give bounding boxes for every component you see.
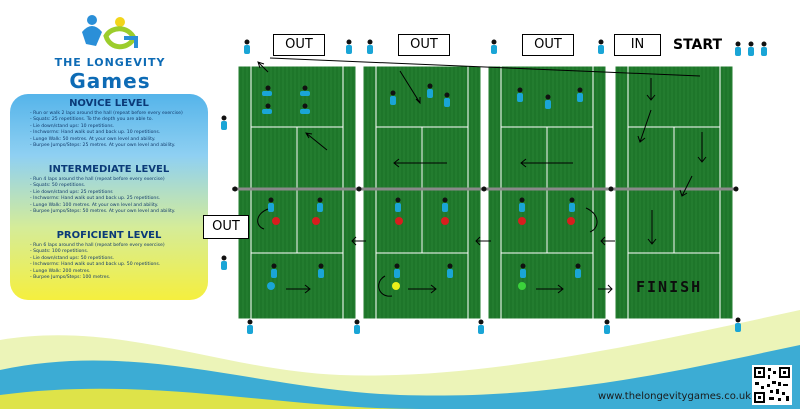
net-posts — [232, 186, 739, 192]
novice-heading: NOVICE LEVEL — [69, 98, 149, 109]
green-marker — [518, 282, 526, 290]
player-icon — [577, 87, 583, 102]
player-icon — [604, 319, 610, 334]
list-item: - Inchworms: Hand walk out and back up. … — [30, 130, 161, 136]
out-label-3: OUT — [522, 34, 574, 56]
player-icon — [735, 41, 741, 56]
player-icon — [748, 41, 754, 56]
intermediate-heading: INTERMEDIATE LEVEL — [48, 164, 170, 175]
player-icon — [491, 39, 497, 54]
player-icon — [300, 103, 310, 114]
player-icon — [427, 83, 433, 98]
instructions-panel: NOVICE LEVEL - Run or walk 2 laps around… — [10, 94, 208, 300]
brand-subtitle: Games — [69, 69, 151, 93]
list-item: - Inchworms: Hand walk out and back up. … — [30, 196, 161, 202]
player-icon — [262, 103, 272, 114]
list-item: - Lie down/stand ups: 50 repetitions. — [30, 255, 115, 261]
markers — [267, 217, 575, 290]
novice-list: - Run or walk 2 laps around the hall (re… — [30, 111, 208, 149]
player-icon — [395, 197, 401, 212]
list-item: - Squats: 100 repetitions. — [30, 249, 89, 255]
arrows — [257, 57, 707, 297]
player-icon — [442, 197, 448, 212]
player-icon — [354, 319, 360, 334]
finish-label: FINISH — [636, 278, 703, 296]
red-marker — [567, 217, 575, 225]
player-icon — [346, 39, 352, 54]
out-label-left: OUT — [203, 215, 249, 239]
red-marker — [272, 217, 280, 225]
list-item: - Squats: 25 repetitions. To the depth y… — [30, 117, 153, 123]
blue-marker — [267, 282, 275, 290]
list-item: - Lunge Walk: 100 metres. At your own le… — [30, 202, 159, 208]
background-wave — [0, 310, 800, 409]
player-figures — [221, 39, 767, 334]
red-marker — [395, 217, 403, 225]
proficient-list: - Run 6 laps around the hall (repeat bef… — [30, 243, 208, 281]
list-item: - Lunge Walk: 200 metres. — [30, 268, 91, 274]
court-lines — [237, 65, 734, 320]
start-label: START — [673, 37, 723, 53]
logo: THE LONGEVITY Games — [18, 8, 193, 93]
player-icon — [569, 197, 575, 212]
player-icon — [367, 39, 373, 54]
list-item: - Squats: 50 repetitions. — [30, 183, 86, 189]
list-item: - Burpee Jumps/Steps: 25 metres. At your… — [30, 143, 176, 149]
list-item: - Run or walk 2 laps around the hall (re… — [30, 111, 183, 116]
in-label: IN — [614, 34, 661, 56]
player-icon — [300, 85, 310, 96]
list-item: - Lunge Walk: 50 metres. At your own lev… — [30, 136, 156, 142]
qr-code-icon — [752, 365, 792, 405]
player-icon — [244, 39, 250, 54]
proficient-heading: PROFICIENT LEVEL — [56, 230, 162, 241]
player-icon — [598, 39, 604, 54]
out-label-2: OUT — [398, 34, 450, 56]
player-icon — [221, 115, 227, 130]
player-icon — [390, 90, 396, 105]
player-icon — [735, 317, 741, 332]
player-icon — [545, 94, 551, 109]
list-item: - Run 6 laps around the hall (repeat bef… — [30, 243, 165, 248]
player-icon — [247, 319, 253, 334]
out-label-1: OUT — [273, 34, 325, 56]
player-icon — [517, 87, 523, 102]
player-icon — [761, 41, 767, 56]
player-icon — [478, 319, 484, 334]
player-icon — [447, 263, 453, 278]
list-item: - Inchworms: Hand walk out and back up. … — [30, 262, 161, 268]
player-icon — [519, 197, 525, 212]
red-marker — [518, 217, 526, 225]
list-item: - Burpee Jumps/Steps: 50 metres. At your… — [30, 209, 176, 215]
red-marker — [312, 217, 320, 225]
list-item: - Burpee Jumps/Steps: 100 metres. — [30, 275, 111, 281]
list-item: - Run 4 laps around the hall (repeat bef… — [30, 177, 165, 182]
player-icon — [575, 263, 581, 278]
player-icon — [317, 197, 323, 212]
yellow-marker — [392, 282, 400, 290]
player-icon — [394, 263, 400, 278]
player-icon — [262, 85, 272, 96]
player-icon — [318, 263, 324, 278]
logo-icon — [82, 15, 138, 50]
website-link[interactable]: www.thelongevitygames.co.uk — [598, 391, 751, 402]
red-marker — [441, 217, 449, 225]
player-icon — [444, 92, 450, 107]
list-item: - Lie down/stand ups: 10 repetitions. — [30, 123, 115, 129]
player-icon — [271, 263, 277, 278]
player-icon — [520, 263, 526, 278]
brand-title: THE LONGEVITY — [54, 56, 166, 69]
player-icon — [268, 197, 274, 212]
list-item: - Lie down/stand ups: 25 repetitions — [30, 189, 113, 195]
player-icon — [221, 255, 227, 270]
intermediate-list: - Run 4 laps around the hall (repeat bef… — [30, 177, 208, 215]
